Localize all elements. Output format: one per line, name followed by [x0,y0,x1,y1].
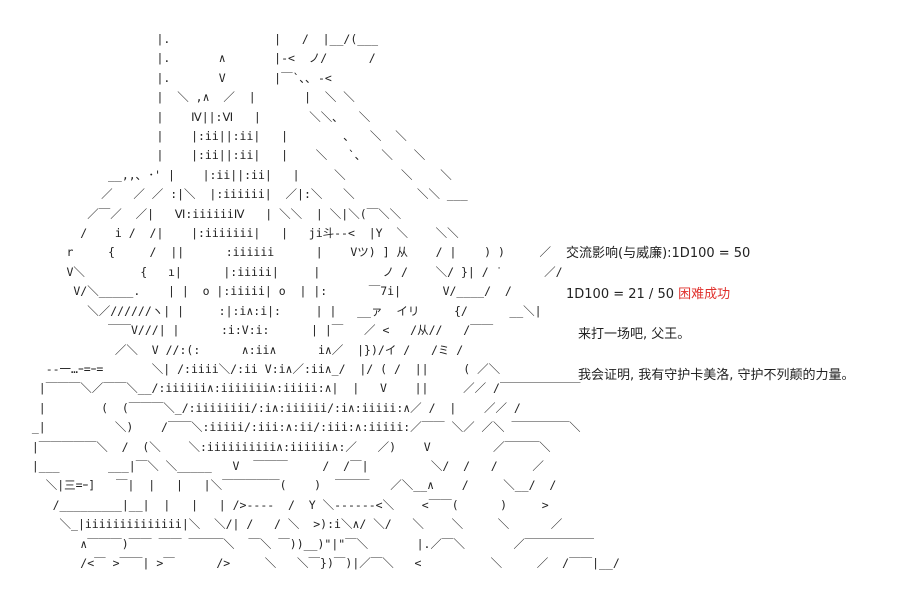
dialogue-line-1: 来打一场吧, 父王。 [578,327,691,342]
roll-expression: :1D100 = 50 [667,246,751,261]
roll-label: 交流影响(与威廉) [566,246,668,261]
roll-result-status: 困难成功 [678,287,731,302]
dialogue-line-2: 我会证明, 我有守护卡美洛, 守护不列颠的力量。 [578,368,855,383]
roll-result-line: 1D100 = 21 / 50 困难成功 [566,287,730,303]
roll-line: 交流影响(与威廉):1D100 = 50 [566,246,750,262]
roll-result: 1D100 = 21 / 50 [566,287,679,302]
ascii-art: |. | / |__/(___ |. ∧ |-< ノ/ / |. V |￣`､､… [31,32,620,570]
